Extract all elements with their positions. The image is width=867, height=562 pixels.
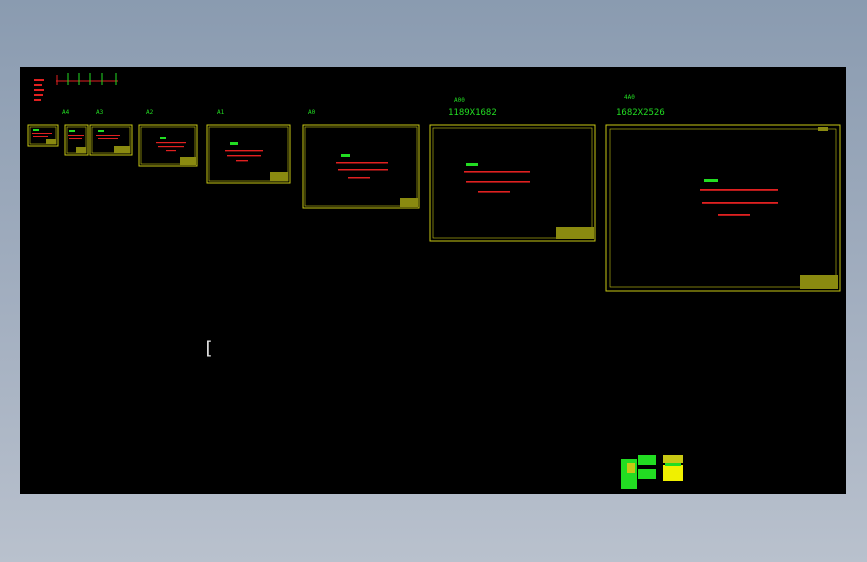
sheet-a0[interactable]: A0 bbox=[206, 109, 316, 184]
sheet-a00[interactable]: A00 bbox=[302, 97, 465, 209]
sheet-label-a1: A1 bbox=[217, 109, 225, 116]
sheet-label-a00: A00 bbox=[454, 97, 465, 104]
ucs-icon[interactable] bbox=[621, 455, 683, 489]
cad-cursor: [ bbox=[203, 338, 214, 359]
sheet-a1[interactable]: A1 bbox=[138, 109, 225, 167]
sheet-size-label-4a0: 1682X2526 bbox=[616, 108, 665, 118]
sheet-a3[interactable]: A3 bbox=[64, 109, 104, 156]
cad-drawing-canvas[interactable]: A4 A3 A2 bbox=[20, 67, 846, 494]
sheet-label-4a0: 4A0 bbox=[624, 94, 635, 101]
sheet-size-label-2a0: 1189X1682 bbox=[448, 108, 497, 118]
sheet-4a0[interactable]: 4A0 1682X2526 bbox=[605, 94, 841, 292]
drawing-viewport[interactable]: A4 A3 A2 bbox=[20, 67, 846, 494]
legend-red-notes bbox=[34, 79, 44, 101]
sheet-label-a2: A2 bbox=[146, 109, 154, 116]
sheet-a2[interactable]: A2 bbox=[89, 109, 154, 156]
sheet-2a0[interactable]: 1189X1682 bbox=[429, 108, 596, 242]
scale-bar bbox=[56, 73, 118, 85]
sheet-label-a4: A4 bbox=[62, 109, 70, 116]
sheet-label-a0: A0 bbox=[308, 109, 316, 116]
sheet-a4[interactable]: A4 bbox=[27, 109, 70, 147]
sheet-label-a3: A3 bbox=[96, 109, 104, 116]
legend-block bbox=[34, 73, 118, 101]
